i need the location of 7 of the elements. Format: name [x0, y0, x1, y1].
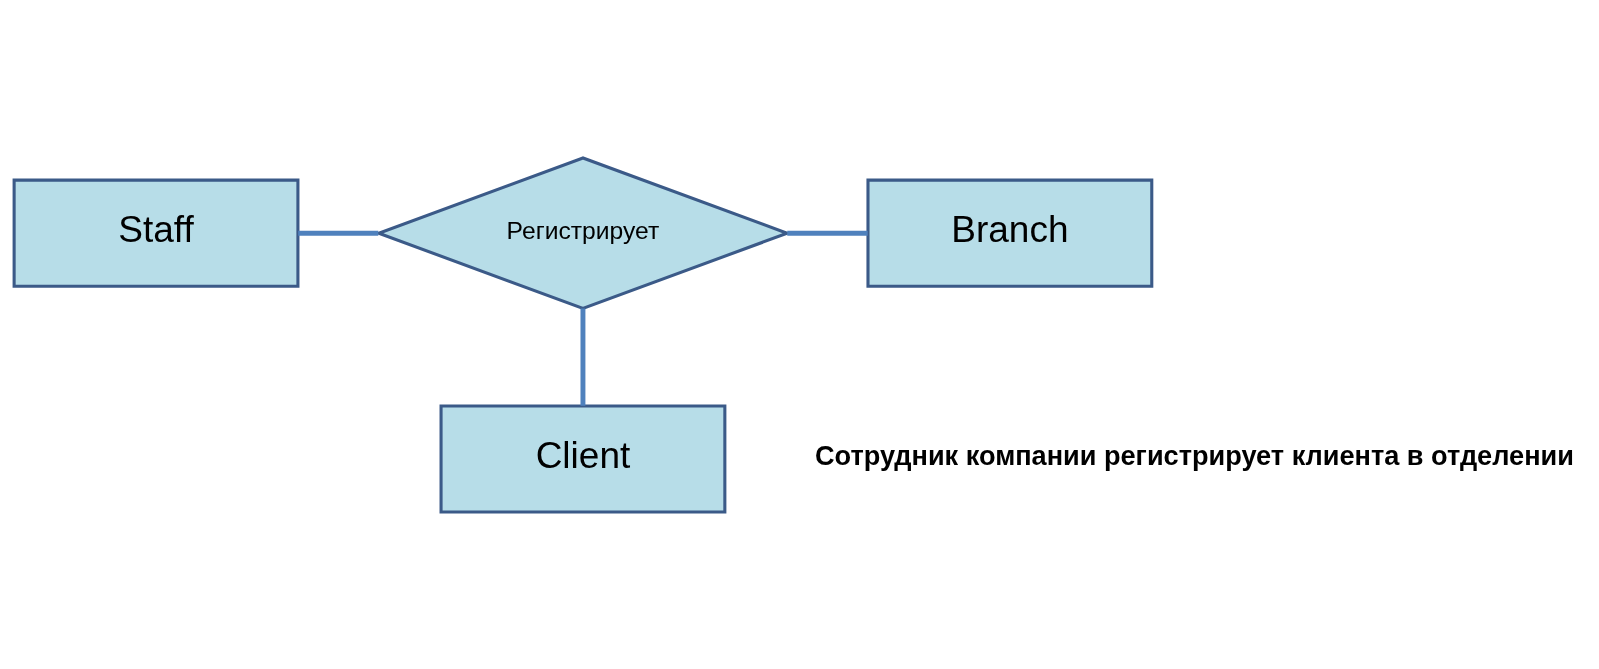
node-box: Branch: [866, 178, 1154, 288]
label: Сотрудник компании регистрирует клиента в отделении: [814, 439, 1574, 471]
connector: [787, 230, 868, 236]
connector: [298, 230, 379, 236]
node-box: Staff: [12, 178, 300, 288]
node-box: Client: [439, 403, 727, 514]
connector: [580, 308, 586, 406]
